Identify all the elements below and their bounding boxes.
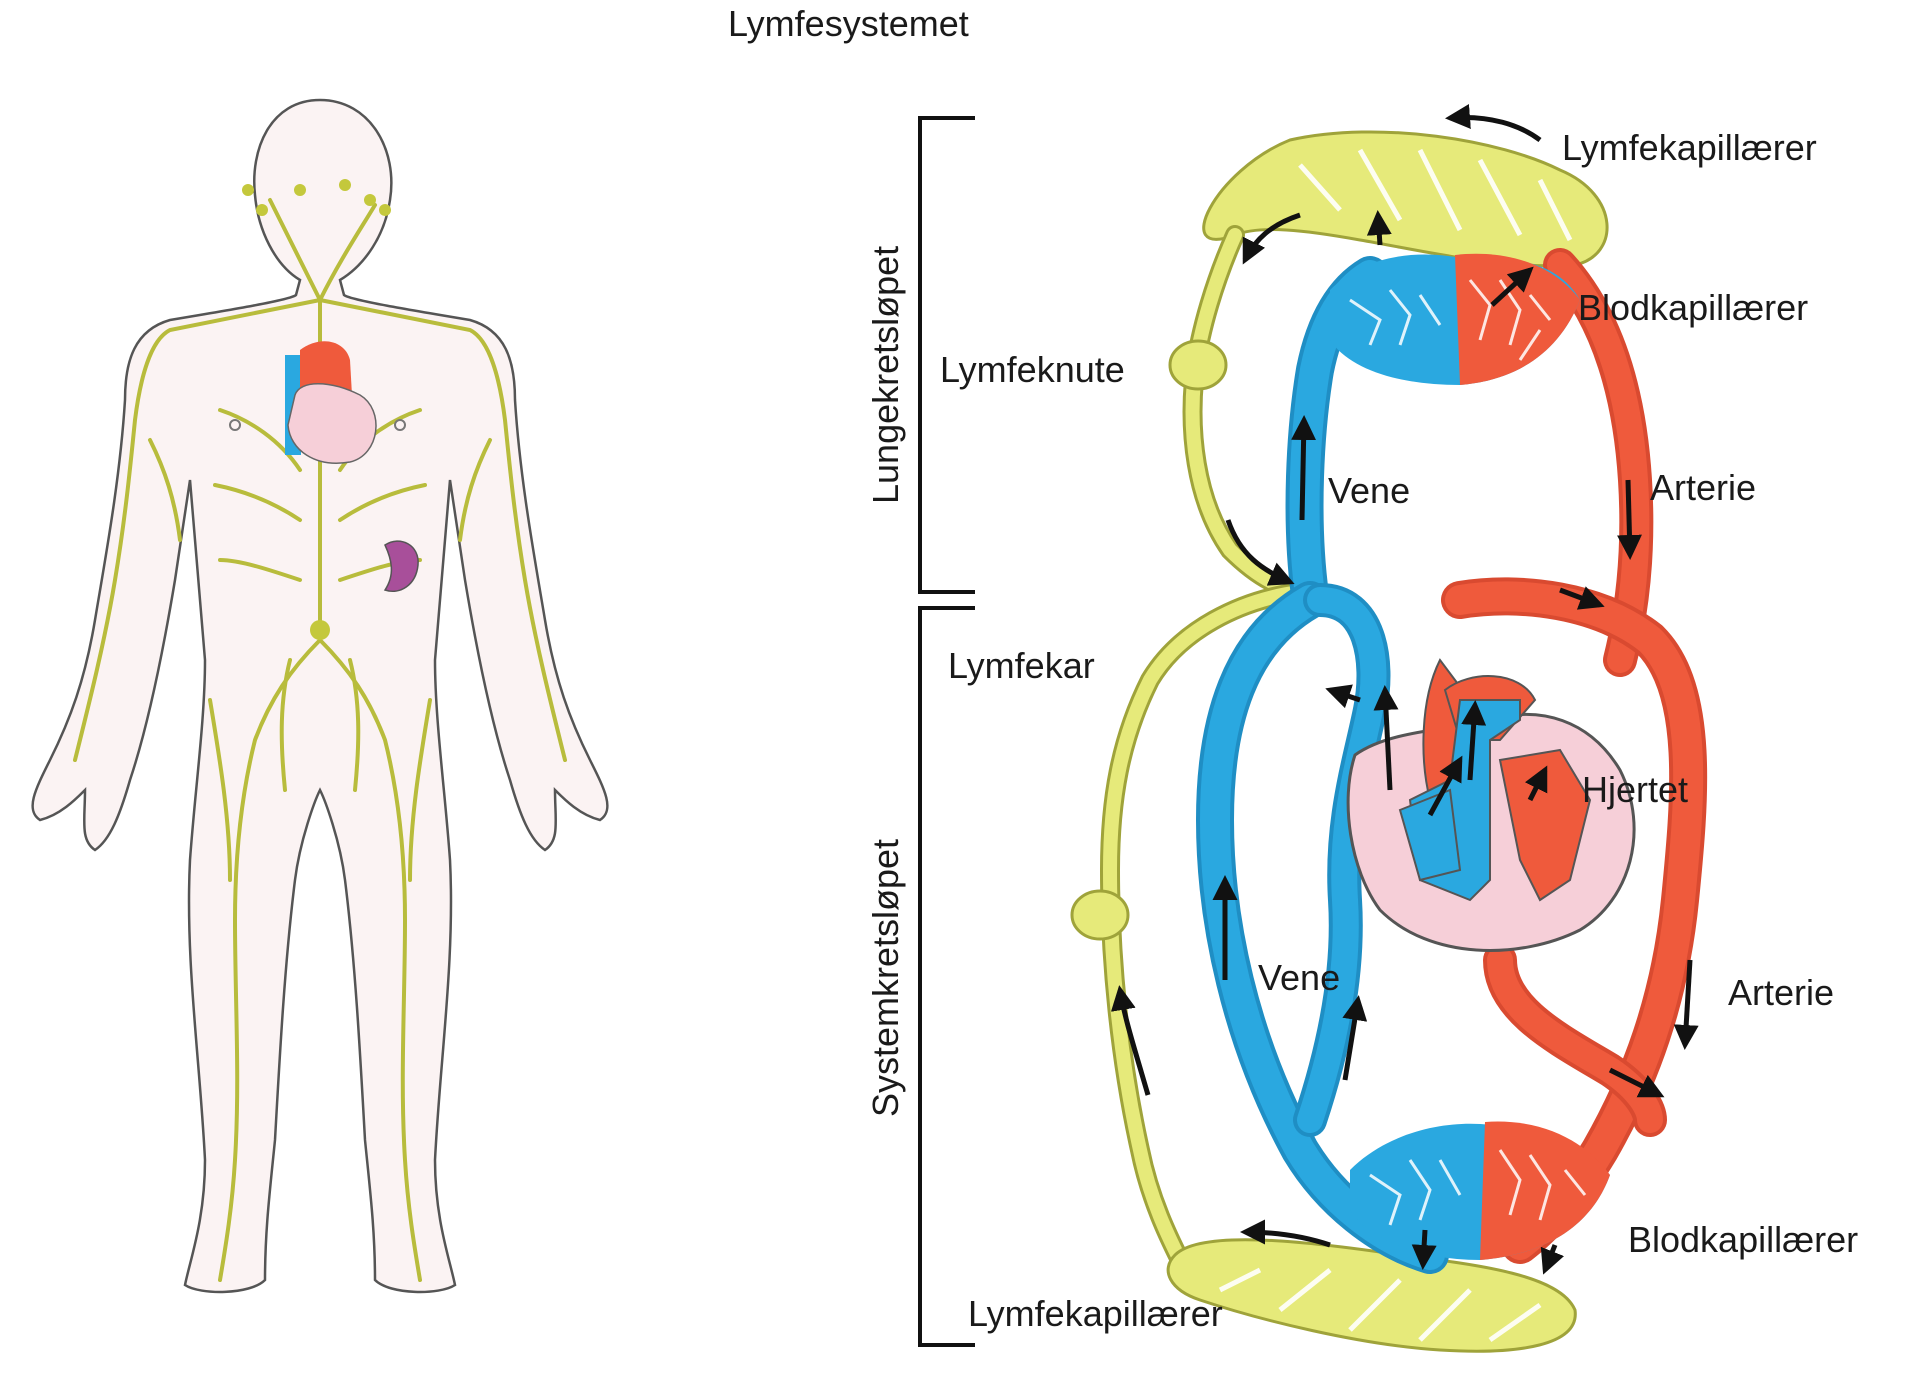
label-pulmonary-circuit: Lungekretsløpet [865,245,906,504]
nipple-left [229,419,241,431]
arrow-artery-to-cap [1608,1067,1665,1098]
label-lymph-vessel: Lymfekar [948,645,1095,686]
veins [1195,256,1449,1274]
label-artery-bottom: Arterie [1728,972,1835,1013]
arrow-cap-bottom-in [1411,1229,1437,1270]
label-lymph-capillaries-top: Lymfekapillærer [1562,127,1817,168]
capillary-bed-bottom [1350,1121,1610,1260]
arrow-lymph-down [1225,519,1295,586]
arrow-vein-up-top [1291,415,1317,521]
arrow-vein-up-mid [1342,995,1368,1081]
arrow-heart-4 [1524,765,1548,802]
arrow-cap-top-in [1366,210,1392,246]
label-lymph-node: Lymfeknute [940,349,1125,390]
page-title: Lymfesystemet [728,3,969,44]
spleen [383,540,419,592]
arrow-lymph-top [1445,104,1542,143]
arrow-cap-top-out [1490,266,1534,307]
label-blood-capillaries-top: Blodkapillærer [1578,287,1809,328]
arrow-artery-down-top [1616,479,1642,560]
arrow-lymph-left-top [1242,212,1301,265]
small-heart [285,341,377,464]
lymph-vessel-loop [1070,130,1609,1353]
label-vein-top: Vene [1328,470,1411,511]
arrow-lymph-up [1110,985,1151,1096]
label-artery-top: Arterie [1650,467,1757,508]
human-body-figure [31,98,609,1294]
nipple-right [394,419,406,431]
arrow-heart-3 [1461,700,1487,781]
arrow-lymph-bottom [1240,1219,1331,1248]
body-outline [31,98,609,1294]
flow-arrows [1110,104,1699,1275]
lymph-node-dots [242,179,391,640]
lymph-node-bottom [1070,889,1130,941]
capillary-bed-top [1330,253,1580,385]
section-brackets [918,116,975,1347]
label-vein-bottom: Vene [1258,957,1341,998]
label-systemic-circuit: Systemkretsløpet [865,838,906,1118]
arrow-heart-1 [1373,685,1399,791]
arrow-artery-down-bottom [1673,959,1699,1050]
arrow-vein-in [1325,684,1361,709]
lymph-node-top [1168,339,1228,391]
label-heart: Hjertet [1582,769,1689,810]
bracket-systemic [918,606,975,1347]
label-lymph-capillaries-bottom: Lymfekapillærer [968,1293,1223,1334]
arrow-cap-bottom-out [1540,1244,1565,1275]
bracket-pulmonary [918,116,975,594]
label-blood-capillaries-bottom: Blodkapillærer [1628,1219,1859,1260]
arrow-aorta [1559,586,1605,610]
arrow-heart-2 [1427,755,1463,817]
